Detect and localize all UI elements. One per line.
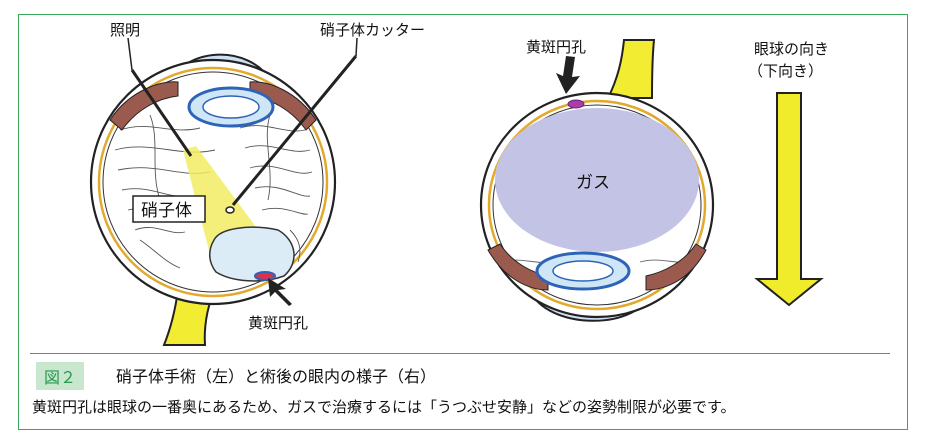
left-choroid [97,66,329,298]
caption-divider [30,353,890,354]
illumination-label: 照明 [110,21,140,39]
vitreous-cutter-tip [225,206,235,214]
gas-bubble [495,108,699,252]
figure-description: 黄斑円孔は眼球の一番奥にあるため、ガスで治療するには「うつぶせ安静」などの姿勢制… [32,398,736,416]
vitreous-cutter-shaft [231,55,358,206]
left-ciliary-muscle [109,81,179,131]
right-hole-arrow [556,56,580,94]
left-vitreous-fibers [114,114,313,269]
figure-number-badge: 図２ [36,362,85,390]
illumination-probe [130,69,193,157]
right-macular-hole [567,99,585,109]
cutter-leader [355,37,358,57]
right-lens-inner [552,260,614,282]
left-retina [102,71,324,293]
left-fluid-bubble [209,226,295,282]
illumination-leader [127,37,133,71]
gas-label: ガス [576,173,610,193]
eye-direction-label-line1: 眼球の向き [754,40,829,58]
right-choroid [487,99,707,311]
left-macular-hole-label: 黄斑円孔 [248,314,308,332]
vitreous-body-label: 硝子体 [141,201,192,221]
left-macular-hole [254,271,276,281]
right-macular-hole-label: 黄斑円孔 [526,38,586,56]
left-lens-inner [202,95,260,119]
right-ciliary-muscle-right [645,243,707,291]
figure-title: 硝子体手術（左）と術後の眼内の様子（右） [116,367,437,386]
vitreous-label-box [132,195,206,223]
right-eye [479,39,824,322]
eye-direction-arrow [754,92,824,307]
left-hole-arrow [268,278,292,306]
right-optic-nerve [606,39,656,99]
eye-direction-label-line2: （下向き） [748,62,823,80]
right-retina [492,104,702,306]
vitreous-cutter-label: 硝子体カッター [320,21,425,39]
left-eye [89,37,358,346]
